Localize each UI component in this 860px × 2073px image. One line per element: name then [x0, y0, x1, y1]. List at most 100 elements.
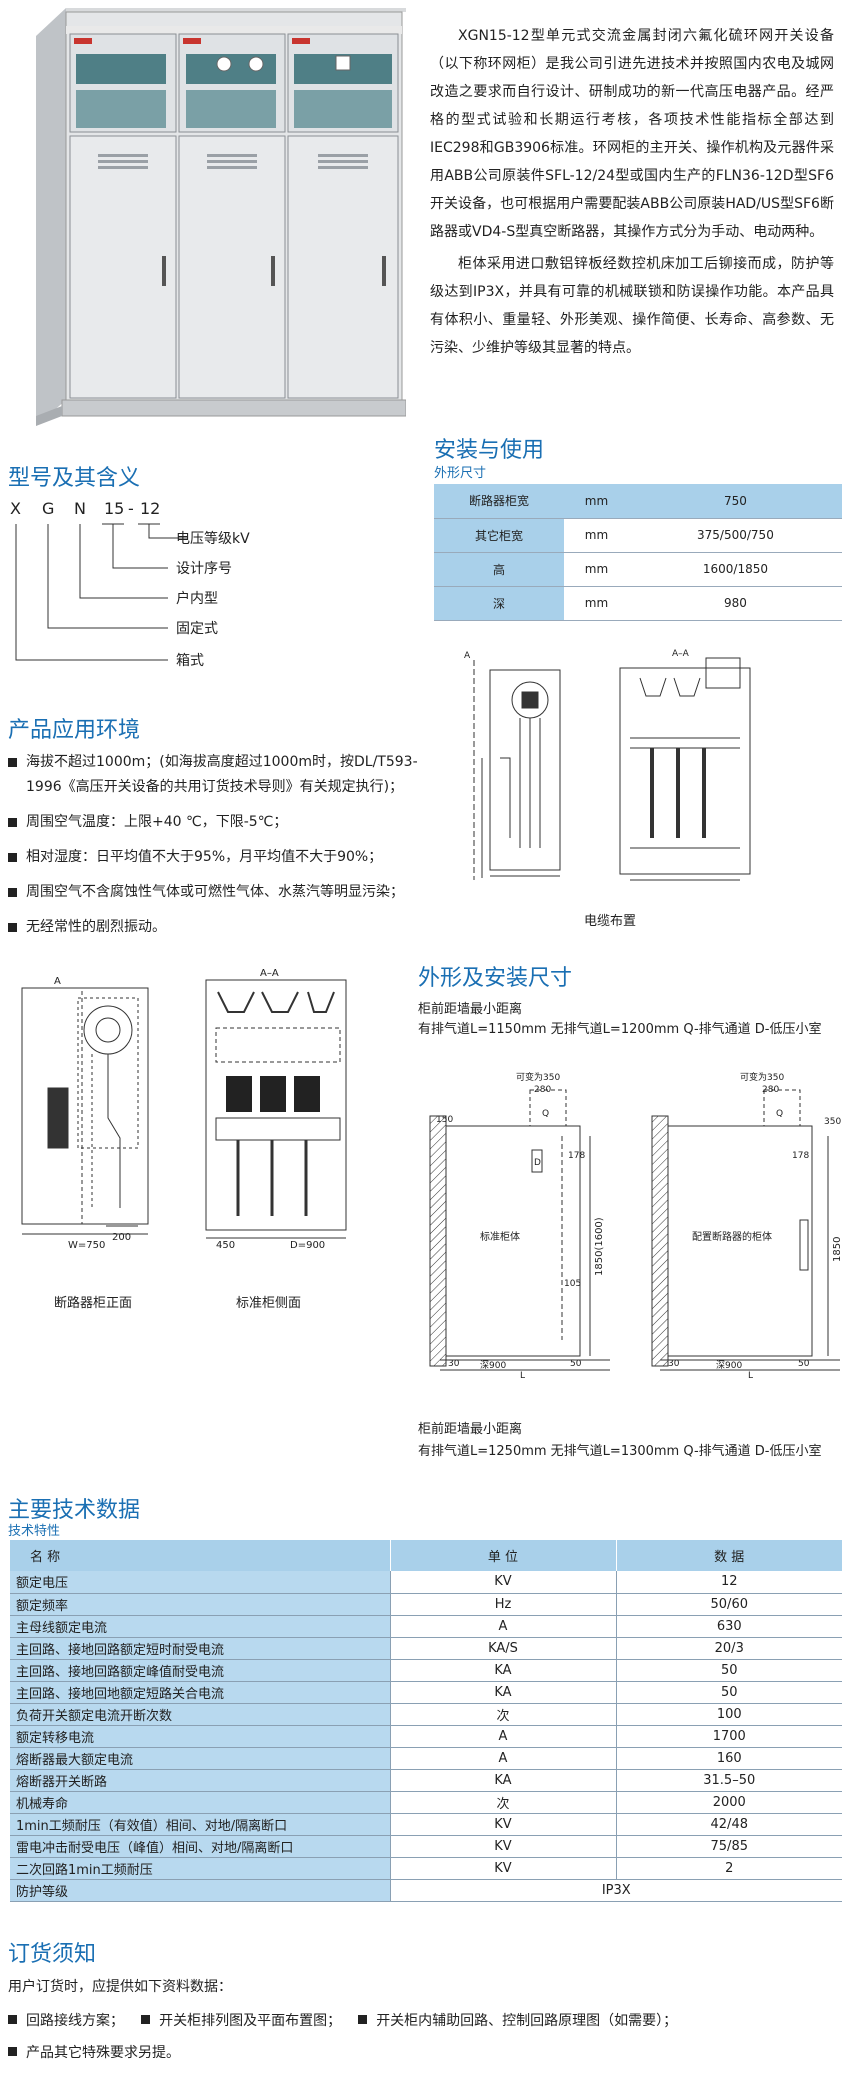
cable-label-a: A	[464, 651, 471, 661]
model-meaning-fixed: 固定式	[176, 621, 218, 637]
dim-value: 980	[628, 586, 842, 621]
tech-cell-name: 1min工频耐压（有效值）相间、对地/隔离断口	[10, 1813, 391, 1836]
cable-layout-drawing: A A–A	[460, 648, 760, 908]
env-title: 产品应用环境	[8, 718, 141, 743]
model-meaning-box: 箱式	[176, 653, 204, 669]
cable-label-aa: A–A	[672, 649, 690, 659]
order-list-last: 产品其它特殊要求另提。	[8, 2042, 192, 2062]
outline-left-280: 280	[534, 1085, 551, 1095]
dim-unit: mm	[564, 552, 629, 587]
outline-150: 150	[436, 1115, 453, 1125]
tech-cell-unit: A	[390, 1615, 617, 1638]
dim-name: 高	[434, 552, 564, 587]
tech-cell-unit: 次	[390, 1703, 617, 1726]
tech-cell-name: 熔断器最大额定电流	[10, 1747, 391, 1770]
cable-caption: 电缆布置	[584, 914, 637, 929]
tech-cell-name: 负荷开关额定电流开断次数	[10, 1703, 391, 1726]
tech-cell-name: 额定电压	[10, 1571, 391, 1594]
order-item: 开关柜排列图及平面布置图；	[141, 2010, 341, 2030]
outline-right-L: L	[748, 1371, 753, 1380]
front-label-200: 200	[112, 1232, 131, 1243]
tech-cell-unit: KA/S	[390, 1637, 617, 1660]
dim-name: 断路器柜宽	[434, 484, 564, 519]
tech-cell-value: 42/48	[616, 1813, 842, 1836]
side-label-450: 450	[216, 1240, 235, 1251]
outline-350: 350	[824, 1117, 841, 1127]
model-meaning-design: 设计序号	[176, 561, 232, 577]
model-letter-15: 15	[104, 499, 124, 518]
outline-right-depth: 深900	[716, 1360, 742, 1371]
outline-left-Q: Q	[542, 1109, 549, 1119]
tech-cell-unit: KV	[390, 1571, 617, 1594]
tech-cell-value: 12	[616, 1571, 842, 1594]
tech-cell-unit: KA	[390, 1659, 617, 1682]
outline-note2-line1: 柜前距墙最小距离	[418, 1422, 523, 1437]
env-item: 无经常性的剧烈振动。	[8, 915, 418, 940]
dim-name: 深	[434, 586, 564, 621]
outline-left-depth: 深900	[480, 1360, 506, 1371]
dim-name: 其它柜宽	[434, 518, 564, 553]
install-subtitle: 外形尺寸	[434, 466, 487, 481]
tech-cell-name: 防护等级	[10, 1879, 391, 1902]
tech-cell-name: 雷电冲击耐受电压（峰值）相间、对地/隔离断口	[10, 1835, 391, 1858]
outline-left-var350: 可变为350	[516, 1071, 560, 1083]
model-letter-dash: -	[128, 499, 134, 518]
front-label-w: W=750	[68, 1240, 105, 1251]
outline-right-50: 50	[798, 1359, 810, 1369]
tech-cell-value: 160	[616, 1747, 842, 1770]
order-item: 开关柜内辅助回路、控制回路原理图（如需要）；	[358, 2010, 677, 2030]
side-caption: 标准柜侧面	[236, 1296, 302, 1311]
outline-105: 105	[564, 1279, 581, 1289]
tech-cell-value: 1700	[616, 1725, 842, 1748]
tech-cell-name: 额定频率	[10, 1593, 391, 1616]
tech-header-data: 数 据	[616, 1540, 842, 1571]
tech-title: 主要技术数据	[8, 1498, 141, 1523]
tech-cell-value: 630	[616, 1615, 842, 1638]
tech-cell-name: 主回路、接地回路额定峰值耐受电流	[10, 1659, 391, 1682]
outline-left-label: 标准柜体	[480, 1230, 520, 1243]
tech-cell-unit: A	[390, 1747, 617, 1770]
outline-left-178: 178	[568, 1151, 585, 1161]
outline-drawings: 可变为350 280 可变为350 280 150 178 178 105 35…	[420, 1040, 850, 1381]
model-meaning-voltage: 电压等级kV	[176, 530, 250, 547]
dim-value: 750	[628, 484, 842, 519]
outline-left-D: D	[534, 1158, 541, 1168]
outline-right-178: 178	[792, 1151, 809, 1161]
tech-cell-name: 主母线额定电流	[10, 1615, 391, 1638]
outline-right-label: 配置断路器的柜体	[692, 1230, 772, 1243]
outline-note1-line2: 有排气道L=1150mm 无排气道L=1200mm Q-排气通道 D-低压小室	[418, 1022, 822, 1037]
tech-cell-unit: KA	[390, 1681, 617, 1704]
table-row: 断路器柜宽 mm 750	[434, 484, 842, 519]
tech-cell-name: 机械寿命	[10, 1791, 391, 1814]
tech-cell-value: 20/3	[616, 1637, 842, 1660]
tech-cell-value: 50/60	[616, 1593, 842, 1616]
tech-cell-value: 2	[616, 1857, 842, 1880]
tech-cell-value: 2000	[616, 1791, 842, 1814]
tech-cell-value: 100	[616, 1703, 842, 1726]
tech-cell-name: 熔断器开关断路	[10, 1769, 391, 1792]
side-label-aa: A–A	[260, 968, 279, 979]
tech-cell-unit: Hz	[390, 1593, 617, 1616]
model-diagram: X G N 15 - 12 电压等级kV 设计序号 户内型 固定式 箱式	[8, 494, 268, 690]
outline-1850-1600: 1850(1600)	[594, 1217, 605, 1276]
install-title: 安装与使用	[434, 438, 545, 463]
env-item: 海拔不超过1000m；(如海拔高度超过1000m时，按DL/T593-1996《…	[8, 750, 418, 800]
tech-cell-value: 50	[616, 1659, 842, 1682]
outline-note1-line1: 柜前距墙最小距离	[418, 1002, 523, 1017]
order-title: 订货须知	[8, 1942, 97, 1967]
model-letter-g: G	[42, 499, 54, 518]
model-letter-n: N	[74, 499, 86, 518]
env-list: 海拔不超过1000m；(如海拔高度超过1000m时，按DL/T593-1996《…	[8, 750, 418, 950]
front-side-drawings: A A–A W=750 200 450 D=900	[8, 958, 418, 1278]
table-row: 其它柜宽 mm 375/500/750	[434, 518, 842, 553]
